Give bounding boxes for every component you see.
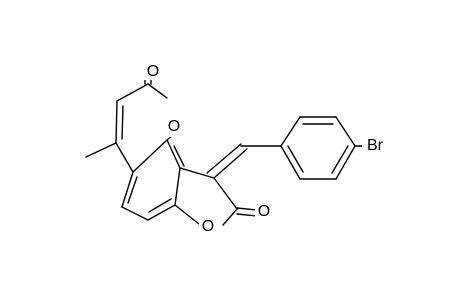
bond [174, 204, 200, 225]
atom-label-ring-o-furanone: O [199, 217, 217, 237]
bond [121, 171, 134, 208]
bond [121, 105, 124, 140]
bond [287, 145, 304, 173]
bromophenyl-ring [280, 116, 356, 180]
bond [132, 139, 168, 173]
atom-label-bromine: Br [362, 136, 388, 156]
bond [331, 145, 349, 174]
bond [213, 148, 248, 179]
bromine-label: Br [367, 137, 384, 154]
bond [166, 139, 181, 169]
bond [121, 206, 149, 221]
methyl-bond [85, 142, 117, 158]
atom-label-ring-o-pyranone: O [165, 117, 183, 137]
bond [236, 207, 258, 211]
bond [222, 208, 238, 226]
oxygen-label: O [202, 218, 214, 235]
bond [280, 145, 301, 180]
bond [173, 145, 185, 167]
carbonyl-bond-bottom [236, 207, 258, 217]
exocyclic-double-bond [206, 143, 282, 179]
bond [147, 83, 168, 99]
bond [116, 83, 149, 102]
benzene-ring [121, 139, 185, 221]
oxygen-label: O [168, 118, 180, 135]
bond [115, 142, 134, 173]
bond [179, 167, 215, 179]
atom-label-carbonyl-o-bottom: O [255, 202, 273, 222]
bond [115, 100, 118, 144]
bond [236, 213, 258, 217]
oxygen-label: O [258, 203, 270, 220]
bond [147, 204, 176, 221]
oxygen-label: O [147, 63, 159, 80]
bond [280, 116, 301, 147]
furanone-ring [174, 167, 238, 226]
bond [335, 116, 356, 147]
bond [335, 145, 356, 180]
bond [174, 167, 181, 206]
atom-label-carbonyl-o-top: O [144, 60, 162, 80]
bond [148, 198, 172, 213]
bond [213, 177, 238, 210]
bond [206, 143, 242, 174]
bond [127, 176, 138, 204]
